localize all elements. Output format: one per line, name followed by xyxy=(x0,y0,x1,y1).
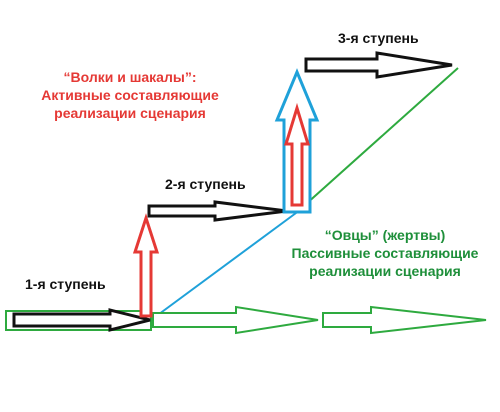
green-arrow-right xyxy=(322,305,487,335)
sheep-line-1: Пассивные составляющие xyxy=(291,245,479,261)
step-1-label: 1-я ступень xyxy=(25,276,106,292)
wolves-line-2: реализации сценария xyxy=(54,105,206,121)
step-3-arrow xyxy=(304,51,453,79)
arrow-shapes xyxy=(5,51,487,335)
wolves-line-1: Активные составляющие xyxy=(41,87,219,103)
connector-lines xyxy=(150,67,459,321)
wolves-title: “Волки и шакалы”: xyxy=(63,69,197,85)
green-arrow-middle xyxy=(152,305,319,335)
sheep-line-2: реализации сценария xyxy=(309,263,461,279)
step-3-label: 3-я ступень xyxy=(338,30,419,46)
step-2-label: 2-я ступень xyxy=(165,176,246,192)
green-diagonal-line xyxy=(295,67,459,214)
sheep-title: “Овцы” (жертвы) xyxy=(324,227,446,243)
blue-diagonal-line xyxy=(150,212,297,321)
step-1-box xyxy=(5,310,152,331)
step-2-up-arrow xyxy=(132,213,160,318)
step-3-inner-up-arrow xyxy=(283,102,311,207)
step-1-arrow xyxy=(12,308,151,332)
step-2-arrow xyxy=(147,200,288,222)
